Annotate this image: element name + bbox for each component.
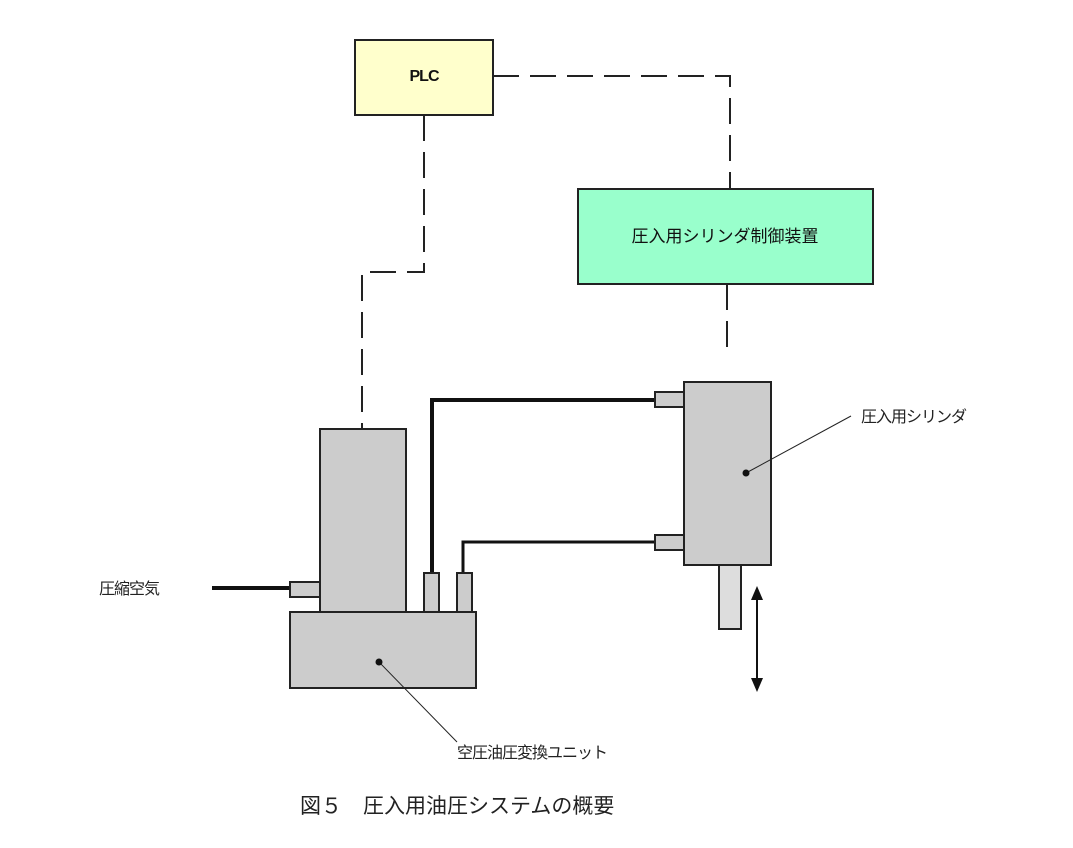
cylinder-unit[interactable] [654,381,772,630]
cylinder-port-lower [654,534,685,551]
cylinder-callout-leader [745,415,852,474]
cylinder-body[interactable] [683,381,772,566]
converter-callout-dot [375,658,383,666]
converter-label: 空圧油圧変換ユニット [457,743,607,762]
cylinder-label: 圧入用シリンダ [861,407,967,426]
signal-line-plc-to-controller [493,75,731,189]
converter-port-upper [423,572,440,613]
cylinder-callout-dot [742,469,750,477]
cylinder-rod [718,564,742,630]
converter-unit[interactable] [289,428,477,689]
callouts: 圧入用シリンダ 空圧油圧変換ユニット 圧縮空気 [99,407,968,762]
figure-number: 図５ [300,794,342,818]
arrow-down-icon [751,678,763,692]
plc-node[interactable]: PLC [354,39,494,116]
figure-title: 圧入用油圧システムの概要 [363,794,615,818]
caption-spacer [342,794,363,818]
converter-tank[interactable] [319,428,407,613]
air-input-port [289,581,321,598]
converter-callout-leader [378,661,458,743]
air-input-label: 圧縮空気 [99,579,160,598]
controller-label: 圧入用シリンダ制御装置 [632,227,819,247]
figure-caption: 図５ 圧入用油圧システムの概要 [300,790,614,820]
motion-arrow [751,586,763,692]
hydraulic-lines [212,398,656,590]
signal-lines [361,75,731,428]
controller-box[interactable] [577,188,874,285]
cylinder-port-upper [654,391,685,408]
plc-label: PLC [410,68,440,85]
arrow-up-icon [751,586,763,600]
controller-node[interactable]: 圧入用シリンダ制御装置 [577,188,874,285]
converter-port-lower [456,572,473,613]
hydraulic-line-lower [461,540,656,574]
plc-box[interactable] [354,39,494,116]
signal-line-plc-to-converter [361,115,425,428]
hydraulic-line-upper [430,398,656,574]
converter-base[interactable] [289,611,477,689]
